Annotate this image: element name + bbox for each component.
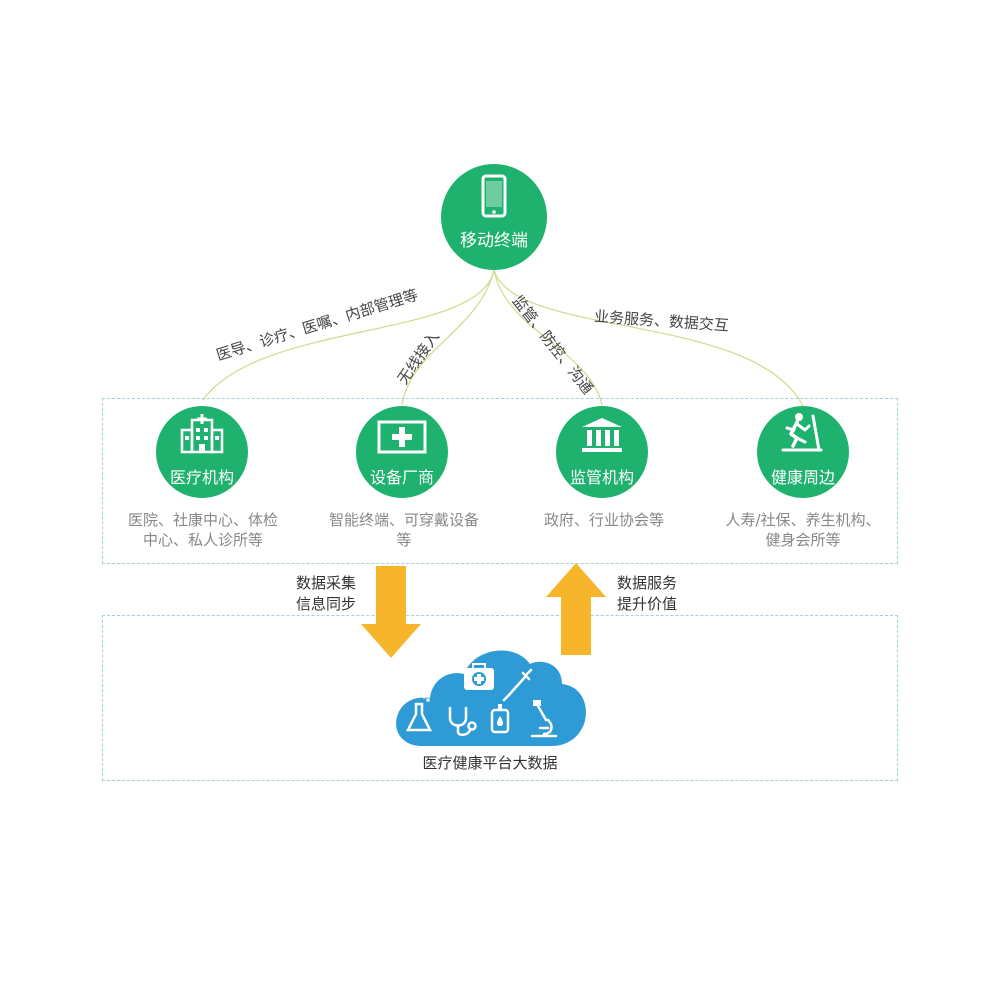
curve-to-health [493, 269, 806, 411]
treadmill-icon [781, 413, 823, 452]
stethoscope-icon [448, 706, 477, 736]
health-surroundings-label: 健康周边 [770, 468, 835, 487]
partners-group-box [102, 398, 898, 564]
curve-to-medical [202, 269, 495, 401]
supervision-agency-label: 监管机构 [569, 468, 634, 487]
down-flow-label: 数据采集 信息同步 [296, 574, 357, 613]
mobile-terminal-node[interactable]: 移动终端 [441, 164, 547, 270]
medical-device-icon [377, 420, 427, 454]
platform-label: 医疗健康平台大数据 [422, 754, 558, 772]
down-arrow-icon [361, 566, 421, 658]
curve-to-device [401, 269, 495, 406]
medical-institution-desc: 医院、社康中心、体检 中心、私人诊所等 [127, 511, 278, 549]
mobile-terminal-label: 移动终端 [460, 231, 528, 251]
mobile-phone-icon [481, 174, 507, 218]
device-vendor-label: 设备厂商 [369, 468, 434, 487]
health-surroundings-desc: 人寿/社保、养生机构、 健身会所等 [725, 511, 881, 549]
device-vendor-node[interactable]: 设备厂商 [356, 406, 448, 498]
supervision-agency-node[interactable]: 监管机构 [556, 406, 648, 498]
iv-bag-icon [490, 704, 510, 734]
government-building-icon [582, 418, 622, 452]
medical-institution-node[interactable]: 医疗机构 [156, 406, 248, 498]
medical-kit-icon [464, 663, 494, 690]
flask-icon [405, 693, 433, 732]
medical-institution-label: 医疗机构 [169, 468, 234, 487]
hospital-icon [180, 414, 224, 454]
microscope-icon [530, 700, 558, 738]
platform-group-box [102, 615, 898, 781]
up-flow-label: 数据服务 提升价值 [617, 574, 678, 613]
device-vendor-desc: 智能终端、可穿戴设备 等 [328, 511, 479, 549]
up-arrow-icon [546, 563, 606, 655]
supervision-agency-desc: 政府、行业协会等 [543, 511, 664, 529]
health-surroundings-node[interactable]: 健康周边 [757, 406, 849, 498]
cloud-platform-icon [396, 650, 586, 746]
syringe-icon [502, 668, 533, 702]
curve-to-supervision [493, 269, 603, 406]
